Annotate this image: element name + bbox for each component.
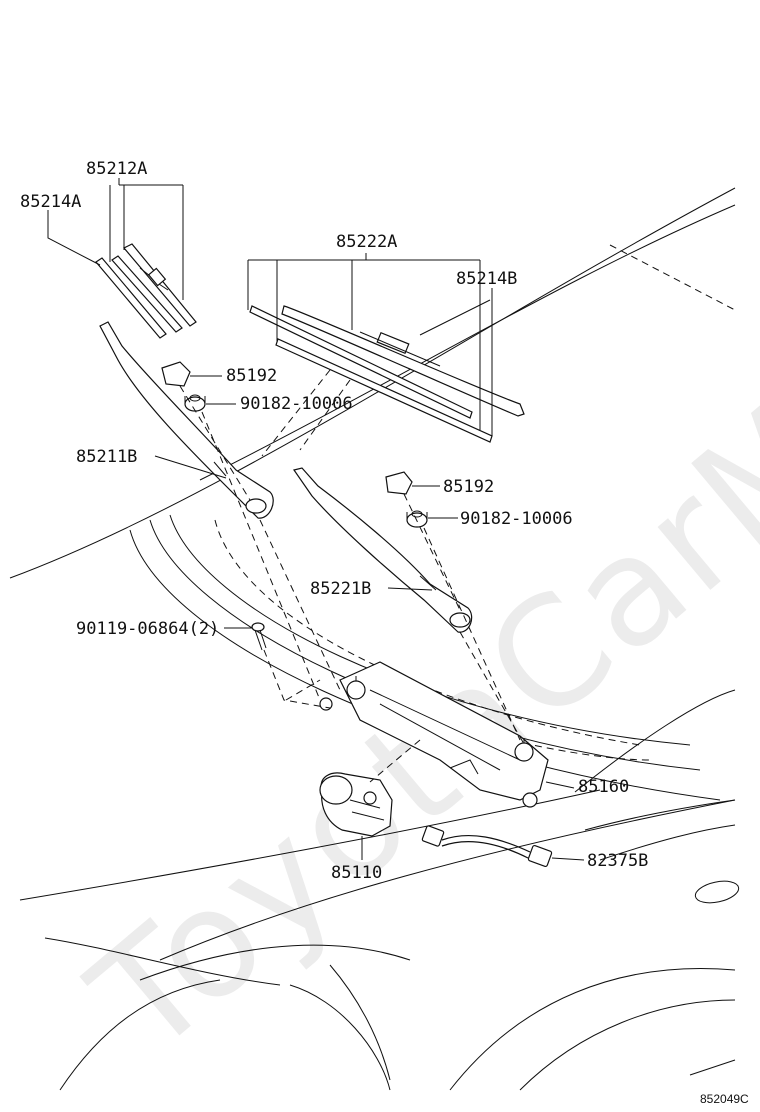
label-85214A: 85214A xyxy=(20,192,81,212)
label-82375B: 82375B xyxy=(587,851,648,871)
label-90182-right: 90182-10006 xyxy=(460,509,573,529)
label-85212A: 85212A xyxy=(86,159,147,179)
label-90119: 90119-06864(2) xyxy=(76,619,219,639)
label-85222A: 85222A xyxy=(336,232,397,252)
label-85160: 85160 xyxy=(578,777,629,797)
label-85214B: 85214B xyxy=(456,269,517,289)
label-85221B: 85221B xyxy=(310,579,371,599)
right-pivot-cap xyxy=(385,471,413,495)
vehicle-body-outline xyxy=(9,187,740,1091)
right-wiper-arm xyxy=(293,467,473,633)
label-90182-left: 90182-10006 xyxy=(240,394,353,414)
left-wiper-arm xyxy=(99,321,274,519)
right-wiper-blade xyxy=(249,305,525,443)
leader-lines xyxy=(47,178,585,861)
label-85211B: 85211B xyxy=(76,447,137,467)
label-85110: 85110 xyxy=(331,863,382,883)
left-pivot-cap xyxy=(161,361,191,387)
label-85192-right: 85192 xyxy=(443,477,494,497)
diagram-reference: 852049C xyxy=(700,1092,749,1106)
wiper-linkage xyxy=(319,661,549,808)
wiper-motor xyxy=(319,772,393,837)
wire-harness xyxy=(421,825,553,867)
left-wiper-blade xyxy=(95,243,197,339)
assembly-lines xyxy=(179,369,525,783)
left-pivot-nut xyxy=(184,394,206,412)
label-85192-left: 85192 xyxy=(226,366,277,386)
right-pivot-nut xyxy=(406,510,428,528)
mounting-bolt xyxy=(251,622,267,651)
